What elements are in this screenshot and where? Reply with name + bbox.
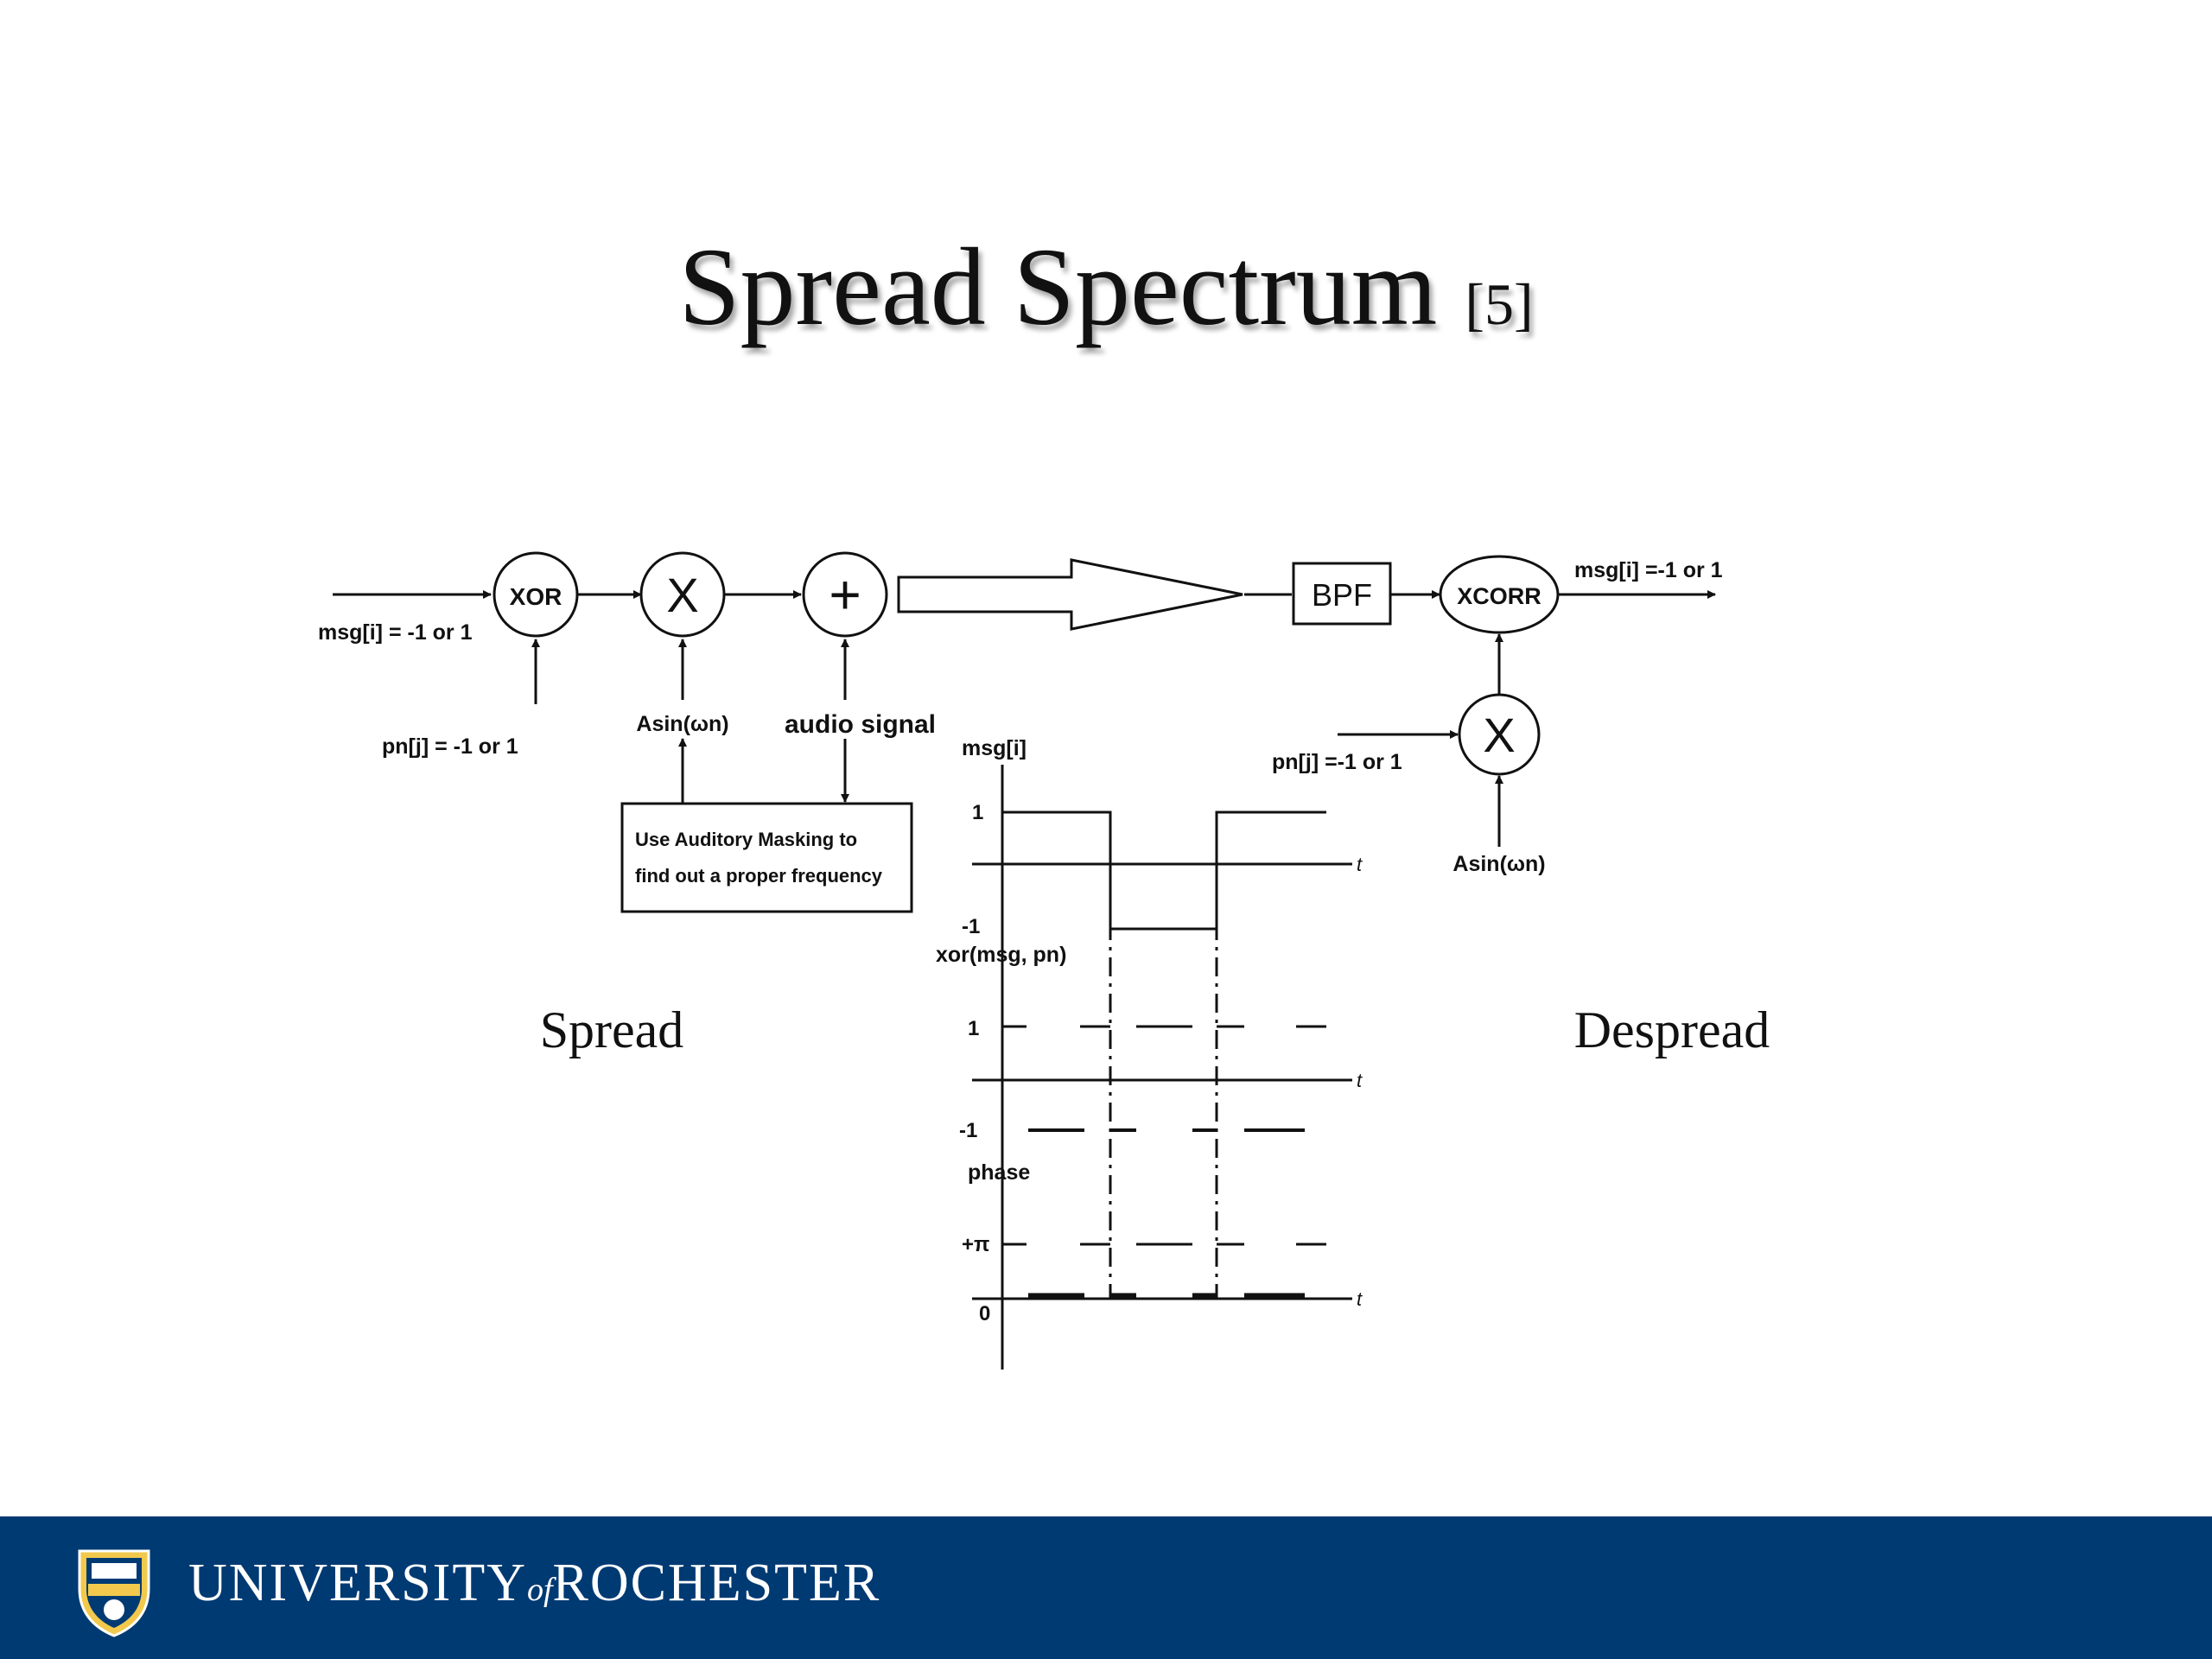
despread-section [1244, 555, 1716, 847]
spread-section [333, 551, 1243, 913]
university-name-of: of [526, 1572, 553, 1608]
waveform-labels: msg[i] 1 -1 xor(msg, pn) 1 -1 phase +π 0… [936, 736, 1363, 1325]
bpf-label: BPF [1312, 577, 1372, 613]
output-label: msg[i] =-1 or 1 [1574, 558, 1723, 582]
masking-text-line1: Use Auditory Masking to [635, 829, 857, 850]
university-seal-icon [78, 1549, 150, 1637]
multiply-label: X [666, 568, 698, 622]
input-label: msg[i] = -1 or 1 [318, 620, 473, 645]
masking-text-line2: find out a proper frequency [635, 865, 883, 887]
footer-bar: UNIVERSITYofROCHESTER [0, 1516, 2212, 1659]
phase-axis-t: t [1357, 1288, 1363, 1310]
xor-tick-minus-one: -1 [959, 1119, 977, 1142]
msg-axis-t: t [1357, 854, 1363, 875]
spread-caption: Spread [540, 1001, 684, 1058]
university-name-part1: UNIVERSITY [188, 1554, 527, 1612]
add-node [802, 551, 888, 638]
xor-tick-one: 1 [968, 1017, 979, 1040]
channel-arrow [897, 558, 1243, 631]
xor-label: XOR [510, 583, 563, 610]
xor-plot-label: xor(msg, pn) [936, 943, 1066, 967]
xcorr-label: XCORR [1457, 583, 1541, 609]
audio-label: audio signal [785, 710, 936, 739]
xor-axis-t: t [1357, 1070, 1363, 1091]
waveform-plots [972, 765, 1352, 1370]
sine-label: Asin(ωn) [636, 712, 728, 736]
phase-plot-label: phase [968, 1160, 1030, 1185]
slide-title: Spread Spectrum [5] [0, 226, 2212, 348]
despread-sine-label: Asin(ωn) [1452, 852, 1545, 876]
spread-spectrum-diagram: XOR X + msg[i] = -1 or 1 pn[j] = -1 or 1… [318, 551, 1770, 1370]
university-name: UNIVERSITYofROCHESTER [188, 1551, 880, 1615]
phase-tick-zero: 0 [979, 1302, 990, 1325]
slide-title-reference: [5] [1465, 271, 1534, 337]
pn-label: pn[j] = -1 or 1 [382, 734, 518, 759]
msg-plot-label: msg[i] [962, 736, 1027, 760]
msg-tick-one: 1 [972, 801, 983, 824]
despread-labels: BPF XCORR msg[i] =-1 or 1 X pn[j] =-1 or… [1272, 558, 1723, 876]
despread-caption: Despread [1574, 1001, 1770, 1058]
bpf-box [1292, 562, 1392, 626]
despread-multiply-label: X [1483, 708, 1515, 762]
msg-waveform [1002, 810, 1326, 931]
despread-pn-label: pn[j] =-1 or 1 [1272, 750, 1402, 774]
add-label: + [829, 563, 861, 626]
slide-title-main: Spread Spectrum [678, 226, 1438, 348]
university-name-part2: ROCHESTER [552, 1554, 881, 1612]
masking-box [620, 802, 913, 913]
phase-tick-pi: +π [962, 1233, 989, 1256]
msg-tick-minus-one: -1 [962, 915, 980, 938]
spread-labels: XOR X + msg[i] = -1 or 1 pn[j] = -1 or 1… [318, 563, 936, 887]
